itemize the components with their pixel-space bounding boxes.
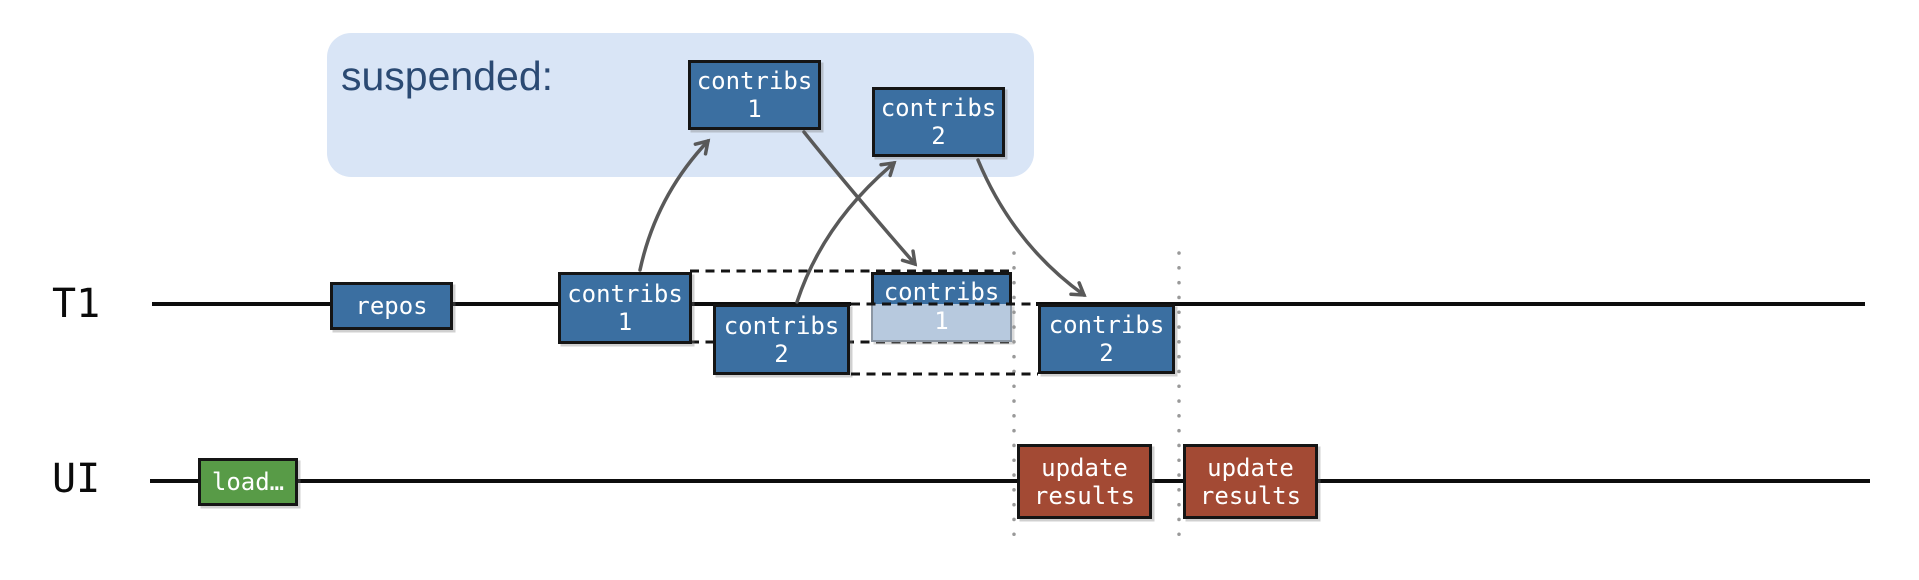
ui-update-results-1-label-line1: update: [1041, 453, 1128, 482]
t1-repos-box: repos: [330, 282, 453, 330]
t1-contribs-2-first-label-line2: 2: [774, 339, 789, 368]
suspended-contribs-2-label-line2: 2: [931, 122, 946, 150]
ui-update-results-2-label-line2: results: [1199, 481, 1302, 510]
ui-update-results-box-2: update results: [1183, 444, 1318, 519]
t1-contribs-1-label-line1: contribs: [567, 280, 683, 308]
ui-update-results-1-label-line2: results: [1033, 481, 1136, 510]
ui-load-label: load…: [211, 468, 285, 496]
t1-lane-label: T1: [52, 281, 101, 327]
t1-contribs-2-second-label-line2: 2: [1099, 339, 1114, 367]
suspended-contribs-1-label-line1: contribs: [696, 67, 813, 95]
faded-box-label: contribs 1: [871, 272, 1012, 342]
t1-contribs-1-box: contribs 1: [558, 272, 692, 344]
ui-lane-label: UI: [52, 456, 101, 502]
suspended-contribs-1-box: contribs 1: [688, 60, 821, 130]
t1-contribs-2-box-second: contribs 2: [1038, 304, 1175, 374]
t1-contribs-2-second-label-line1: contribs: [1048, 311, 1165, 339]
ui-update-results-box-1: update results: [1017, 444, 1152, 519]
ui-load-box: load…: [198, 458, 298, 506]
t1-repos-label: repos: [355, 292, 428, 320]
faded-box-bottom-half: [871, 304, 1012, 342]
suspended-contribs-2-label-line1: contribs: [880, 94, 997, 122]
suspended-panel-label: suspended:: [341, 53, 554, 99]
suspended-contribs-1-label-line2: 1: [747, 95, 762, 123]
t1-contribs-2-box-first: contribs 2: [713, 304, 850, 375]
t1-contribs-1-label-line2: 1: [617, 308, 633, 336]
t1-contribs-1-faded-label-line2: 1: [934, 307, 949, 335]
ui-update-results-2-label-line1: update: [1207, 453, 1294, 482]
t1-contribs-2-first-label-line1: contribs: [723, 311, 840, 340]
t1-contribs-1-faded-label-line1: contribs: [883, 278, 1000, 306]
t1-contribs-1-faded-box: contribs 1: [871, 272, 1012, 342]
suspended-contribs-2-box: contribs 2: [872, 87, 1005, 157]
